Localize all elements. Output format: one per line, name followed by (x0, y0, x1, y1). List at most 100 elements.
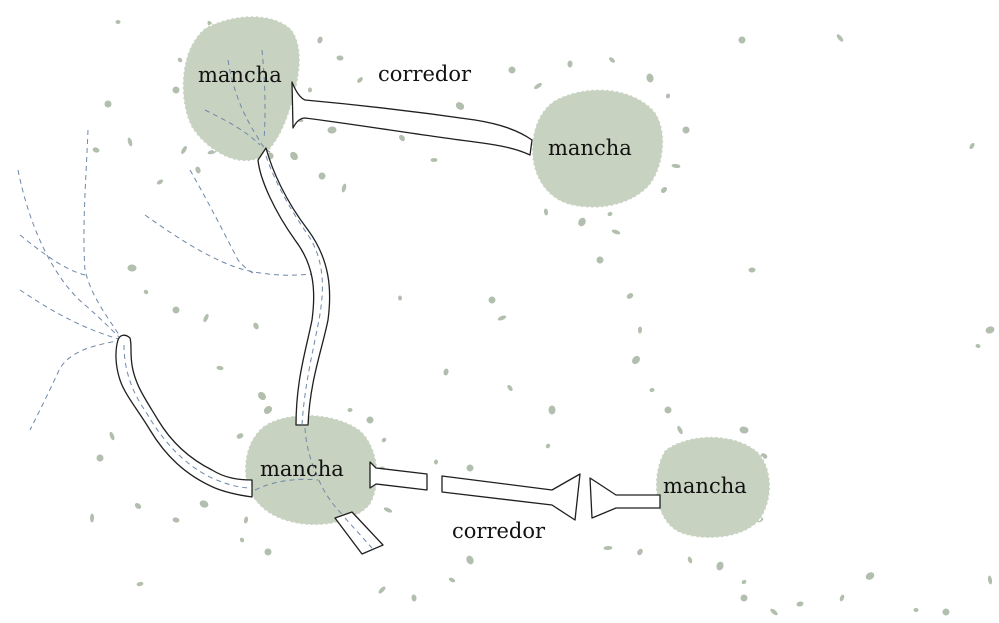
vegetation-speckle (507, 384, 513, 392)
vegetation-speckle (177, 57, 183, 63)
vegetation-speckle (136, 581, 144, 587)
stream-line (29, 339, 123, 431)
vegetation-speckle (239, 537, 245, 543)
vegetation-speckle (632, 355, 640, 365)
vegetation-speckle (913, 607, 919, 613)
vegetation-speckle (665, 93, 671, 99)
vegetation-speckle (969, 142, 975, 150)
vegetation-speckle (488, 296, 496, 304)
vegetation-speckle (942, 608, 950, 616)
patch-label-top-right: mancha (548, 136, 632, 160)
patch-bottom-right (655, 436, 771, 539)
vegetation-speckle (357, 77, 363, 83)
vegetation-speckle (347, 407, 353, 413)
vegetation-speckle (327, 126, 337, 134)
stream-line (19, 234, 86, 276)
vegetation-speckle (865, 572, 875, 580)
vegetation-speckle (127, 264, 137, 272)
corridor-stream (344, 517, 373, 549)
vegetation-speckle (567, 60, 573, 68)
vegetation-speckle (263, 406, 273, 414)
vegetation-speckle (236, 433, 244, 439)
vegetation-speckle (411, 594, 417, 602)
vegetation-speckle (738, 36, 746, 44)
vegetation-speckle (716, 561, 724, 571)
stream-line (189, 169, 256, 275)
vegetation-speckle (748, 267, 756, 273)
vegetation-speckle (258, 391, 266, 401)
vegetation-speckle (677, 425, 683, 435)
patch-label-bottom-center: mancha (260, 457, 344, 481)
vegetation-speckle (836, 34, 844, 42)
vegetation-speckle (497, 315, 507, 321)
vegetation-speckle (770, 608, 778, 616)
patch-label-bottom-right: mancha (663, 474, 747, 498)
vegetation-speckle (336, 55, 344, 61)
corridor-bottom-seg-3 (589, 477, 661, 519)
vegetation-speckle (839, 594, 845, 602)
vegetation-speckle (381, 437, 387, 443)
vegetation-speckle (317, 36, 323, 44)
vegetation-speckle (682, 126, 690, 134)
vegetation-speckle (96, 454, 104, 462)
vegetation-speckle (156, 179, 164, 185)
vegetation-speckle (199, 500, 209, 508)
vegetation-speckle (739, 426, 749, 434)
vegetation-speckle (290, 151, 298, 161)
vegetation-speckle (203, 313, 209, 323)
vegetation-speckle (740, 594, 748, 602)
vegetation-speckle (366, 416, 374, 424)
vegetation-speckle (143, 289, 149, 295)
vegetation-speckle (985, 326, 995, 334)
vegetation-speckle (264, 548, 272, 556)
vegetation-speckle (172, 517, 180, 523)
corridors (115, 81, 661, 555)
stream-network (17, 129, 313, 431)
vegetation-speckle (109, 431, 115, 441)
vegetation-speckle (127, 137, 133, 147)
vegetation-speckle (637, 548, 643, 556)
vegetation-speckle (578, 217, 586, 227)
corridor-top-shape (291, 81, 533, 156)
vegetation-speckle (607, 211, 613, 217)
vegetation-speckle (545, 443, 551, 449)
stream-line (227, 59, 271, 153)
vegetation-speckle (646, 73, 654, 83)
vegetation-speckle (378, 586, 386, 594)
vegetation-speckle (448, 577, 456, 583)
vegetation-speckle (216, 365, 224, 371)
stream-line (261, 49, 266, 141)
vegetation-speckle (596, 256, 604, 264)
stream-over-patches (204, 49, 349, 521)
vegetation-speckle (104, 100, 112, 108)
vegetation-speckle (796, 601, 804, 607)
vegetation-speckle (664, 406, 672, 414)
patch-label-top-left: mancha (198, 63, 282, 87)
vegetation-speckle (603, 545, 613, 551)
vegetation-speckle (433, 459, 439, 465)
vegetation-speckles (89, 17, 995, 616)
vegetation-speckle (172, 86, 180, 94)
vegetation-speckle (253, 322, 259, 330)
vegetation-speckle (466, 555, 474, 565)
vegetation-speckle (987, 575, 993, 585)
vegetation-speckle (397, 295, 403, 301)
vegetation-speckle (383, 507, 393, 513)
vegetation-speckle (455, 102, 465, 110)
vegetation-speckle (308, 87, 312, 93)
vegetation-speckle (741, 579, 747, 585)
vegetation-speckle (548, 405, 556, 415)
corridor-vertical-shape (257, 147, 331, 426)
corridor-label-bottom: corredor (452, 519, 546, 543)
vegetation-speckle (687, 556, 693, 564)
vegetation-speckle (626, 293, 634, 299)
vegetation-speckle (534, 82, 542, 90)
vegetation-speckle (443, 368, 449, 376)
vegetation-speckle (134, 503, 142, 509)
vegetation-speckle (543, 208, 549, 216)
habitat-patches (182, 15, 771, 539)
vegetation-speckle (466, 464, 474, 472)
vegetation-speckle (671, 163, 681, 169)
